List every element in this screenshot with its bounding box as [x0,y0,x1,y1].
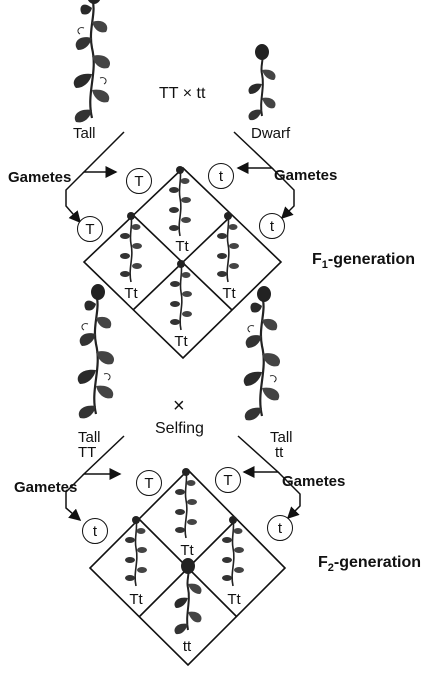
pea-plant-dwarf-icon [247,43,277,122]
f1-gametes-left-label: Gametes [8,169,72,186]
f2-offspring-right: Tt [227,591,241,608]
pea-plant-small-icon [216,211,240,283]
f2-generation-label: F2-generation [318,554,422,575]
f2-gametes-left-label: Gametes [14,479,78,496]
f1-offspring-right: Tt [222,285,236,302]
f2-parent-right-genotype: tt [275,444,284,461]
f2-selfing-label: Selfing [155,420,204,437]
f2-parent-left-genotype: TT [78,444,97,461]
f1-offspring-left: Tt [124,285,138,302]
f1-gamete-side-right: t [259,213,285,239]
f2-gamete-top-left: T [136,470,162,496]
f2-parent-right-label: Tall [270,429,293,446]
f1-offspring-bottom: Tt [174,333,188,350]
f1-generation-label: F1-generation [312,251,416,272]
f2-parent-left-label: Tall [78,429,101,446]
f2-offspring-top: Tt [180,542,194,559]
pea-plant-dwarf-icon [173,557,203,636]
f1-parent-right-label: Dwarf [251,125,291,142]
pea-plant-tall-icon [76,282,116,420]
f2-gamete-side-left: t [82,518,108,544]
pea-plant-small-icon [168,165,192,237]
f1-gamete-side-left: T [77,216,103,242]
f2-gamete-top-right: T [215,467,241,493]
pea-plant-small-icon [119,211,143,283]
f2-gamete-side-right: t [267,515,293,541]
f1-left-gamete-arrow-side [65,171,85,224]
f2-cross-symbol: × [173,395,185,417]
f2-gametes-right-label: Gametes [282,473,346,490]
f2-offspring-left: Tt [129,591,143,608]
f1-parent-left-label: Tall [73,125,96,142]
f2-right-gamete-arrow-side [277,471,301,520]
f2-left-gamete-arrow-side [65,473,85,521]
pea-plant-small-icon [124,515,148,587]
f1-gamete-top-left: T [126,168,152,194]
pea-plant-tall-icon [72,0,112,124]
f1-right-gamete-arrow-side [271,167,295,220]
f1-gamete-top-right: t [208,163,234,189]
pea-plant-tall-icon [242,284,282,422]
pea-plant-small-icon [174,467,198,539]
f1-cross-notation: TT × tt [159,85,206,102]
f1-gametes-right-label: Gametes [274,167,338,184]
pea-plant-small-icon [221,515,245,587]
f2-offspring-bottom: tt [182,638,192,655]
f1-offspring-top: Tt [175,238,189,255]
